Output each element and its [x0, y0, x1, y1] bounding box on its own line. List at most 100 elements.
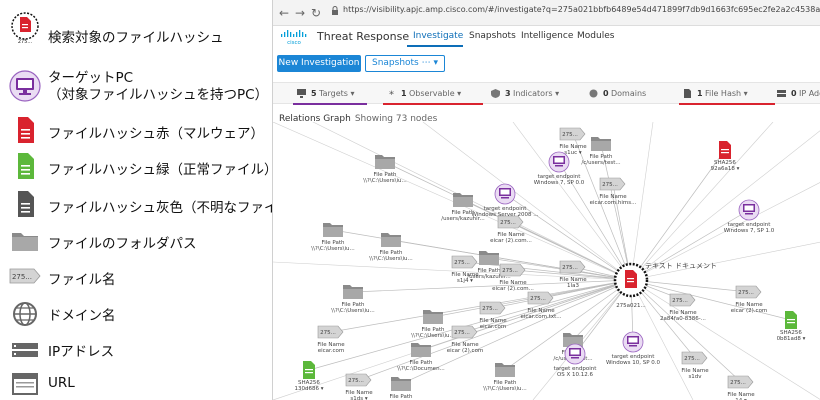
- graph-edge: [630, 241, 820, 281]
- graph-edge: [358, 279, 632, 381]
- graph-node-folder[interactable]: File Path\\?\C:\Users\iu...: [331, 285, 375, 314]
- graph-node-fname[interactable]: 275...File Name14 ▾: [727, 375, 755, 400]
- legend-label: ファイルハッシュ灰色（不明なファイル）: [48, 200, 305, 216]
- node-label-type: File Name: [451, 342, 479, 348]
- stat-targets[interactable]: 5 Targets ▾: [293, 83, 371, 105]
- stat-file-hash[interactable]: 1 File Hash ▾: [679, 83, 775, 105]
- legend-label: ファイルハッシュ赤（マルウェア）: [48, 126, 264, 142]
- snapshots-dropdown-button[interactable]: Snapshots ⋯ ▾: [365, 55, 445, 72]
- graph-node-folder[interactable]: File Path\\?\C:\Users\iu...: [363, 155, 407, 184]
- file-name-tag-icon: [559, 127, 586, 141]
- tab-modules[interactable]: Modules: [577, 31, 615, 41]
- monitor-screen: [628, 337, 638, 343]
- graph-node-fname[interactable]: 275...File Name2a84fa0-8386-...: [660, 293, 706, 322]
- tag-text: 275...: [502, 268, 518, 274]
- tag-text: 275...: [482, 306, 498, 312]
- graph-node-folder[interactable]: File Path\\?\C:\Documen...: [397, 343, 445, 372]
- file-name-tag-icon: [345, 373, 372, 387]
- graph-edge: [630, 122, 654, 281]
- node-label-type: target endpoint: [484, 206, 528, 212]
- graph-node-folder[interactable]: File Path/users/kazuhir...: [441, 193, 485, 222]
- graph-node-folder[interactable]: File Path\\?\C:\WINDOWS...: [376, 377, 426, 400]
- graph-node-folder[interactable]: File Path\\?\C:\Users\iu...: [311, 223, 355, 252]
- graph-node-folder[interactable]: File Path/c/users/test...: [581, 137, 621, 166]
- stat-domains[interactable]: 0 Domains: [589, 83, 665, 105]
- stat-underline: [383, 103, 483, 105]
- cisco-logo-icon: cisco: [281, 30, 307, 45]
- back-arrow-icon[interactable]: ←: [279, 6, 290, 20]
- address-bar: ← → ↻ https://visibility.apjc.amp.cisco.…: [273, 0, 820, 26]
- center-target-hash-node[interactable]: テキスト ドキュメント 275a021...: [613, 262, 717, 309]
- file-name-tag-icon: [497, 215, 524, 229]
- folder-icon-front: [381, 237, 401, 247]
- summary-stats-bar: 5 Targets ▾ * 1 Observable ▾ 3 Indicator…: [273, 82, 820, 105]
- graph-node-folder[interactable]: File Path/users/kazuhir...: [467, 251, 511, 280]
- node-label-value: 130d686 ▾: [295, 386, 324, 392]
- tab-intelligence[interactable]: Intelligence: [521, 31, 574, 41]
- graph-node-folder[interactable]: File Path\\?\C:\Users\iu...: [369, 233, 413, 262]
- browser-window-icon: [12, 373, 38, 395]
- hash-line: [305, 372, 313, 374]
- node-label-type: File Path: [379, 250, 403, 256]
- tag-text: 275...: [602, 182, 618, 188]
- node-label-value: eicar (2).com...: [492, 286, 534, 292]
- legend-item-gray-hash: ファイルハッシュ灰色（不明なファイル）: [0, 186, 305, 222]
- tab-snapshots[interactable]: Snapshots: [469, 31, 516, 41]
- tag-text: 275...: [530, 296, 546, 302]
- graph-node-folder[interactable]: File Path\\?\C:\Users\iu...: [411, 310, 455, 339]
- graph-node-fname[interactable]: 275...File Nameeicar.com.txt...: [520, 291, 562, 320]
- stat-indicators[interactable]: 3 Indicators ▾: [491, 83, 571, 105]
- reload-icon[interactable]: ↻: [311, 6, 322, 20]
- monitor-screen: [744, 205, 754, 211]
- legend-badge-text: 275...: [12, 273, 32, 281]
- graph-edge: [630, 279, 694, 400]
- new-investigation-button[interactable]: New Investigation: [277, 55, 361, 72]
- folder-icon-front: [591, 141, 611, 151]
- node-label-type: target endpoint: [728, 222, 772, 228]
- toolbar: New Investigation Snapshots ⋯ ▾: [273, 52, 820, 76]
- file-name-tag-icon: [451, 325, 478, 339]
- stat-ip[interactable]: 0 IP Add: [777, 83, 820, 105]
- forward-arrow-icon[interactable]: →: [295, 6, 306, 20]
- graph-edge: [422, 122, 632, 281]
- node-label-value: s1j4 ▾: [457, 278, 473, 284]
- folder-icon-front: [453, 197, 473, 207]
- node-label-type: File Name: [527, 308, 555, 314]
- active-tab-indicator: [407, 45, 463, 47]
- stat-observables[interactable]: * 1 Observable ▾: [383, 83, 483, 105]
- graph-node-folder[interactable]: File Path\\?\C:\Users\iu...: [483, 363, 527, 392]
- graph-edge: [630, 279, 820, 400]
- url-text[interactable]: https://visibility.apjc.amp.cisco.com/#/…: [343, 5, 820, 14]
- tab-investigate[interactable]: Investigate: [413, 31, 464, 41]
- graph-nodes: File Path\\?\C:\Users\iu... File Path/use…: [295, 127, 806, 400]
- monitor-icon: [297, 89, 306, 98]
- graph-edges: [273, 122, 820, 400]
- tag-text: 275...: [500, 220, 516, 226]
- server-icon: [777, 90, 786, 97]
- relations-graph[interactable]: File Path\\?\C:\Users\iu... File Path/use…: [273, 122, 820, 400]
- legend-item-domain: ドメイン名: [0, 296, 270, 332]
- hash-line: [721, 149, 729, 151]
- graph-node-fname[interactable]: 275...File Nameeicar.com.hims...: [590, 177, 637, 206]
